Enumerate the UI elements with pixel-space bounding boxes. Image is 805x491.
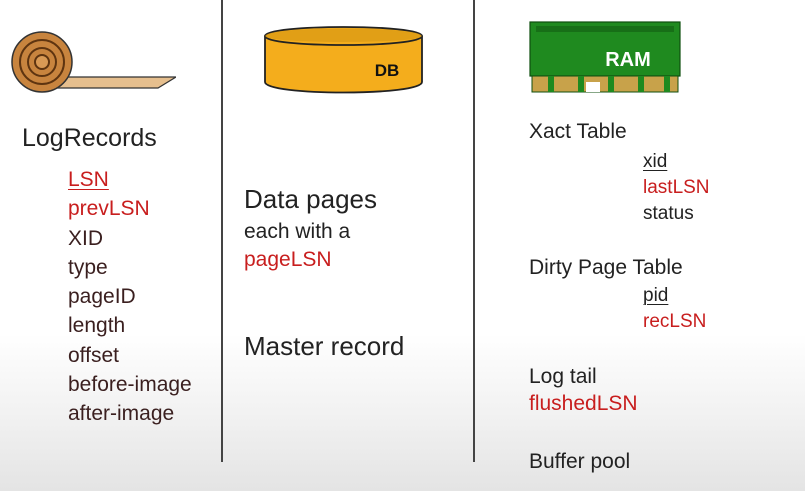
- dpt-field-pid: pid: [643, 285, 669, 306]
- xact-field-xid: xid: [643, 151, 668, 172]
- xact-field-status: status: [643, 203, 694, 224]
- log-records-title: LogRecords: [22, 124, 157, 152]
- ram-icon-label: RAM: [605, 49, 651, 71]
- master-record-label: Master record: [244, 331, 405, 361]
- xact-table-title: Xact Table: [529, 120, 627, 143]
- field-length: length: [68, 314, 126, 338]
- each-with-a-text: each with a: [244, 220, 351, 243]
- flushed-lsn-label: flushedLSN: [529, 392, 638, 415]
- field-lsn: LSN: [68, 168, 109, 191]
- dirty-page-table-title: Dirty Page Table: [529, 256, 683, 279]
- field-prev-lsn: prevLSN: [68, 197, 150, 221]
- data-pages-title: Data pages: [244, 184, 377, 214]
- page-lsn-label: pageLSN: [244, 248, 332, 271]
- log-roll-icon: [11, 31, 176, 93]
- xact-field-last-lsn: lastLSN: [643, 177, 710, 198]
- field-offset: offset: [68, 343, 119, 367]
- db-icon-label: DB: [375, 61, 400, 80]
- column-divider-right: [473, 0, 475, 462]
- field-xid: XID: [68, 226, 104, 250]
- buffer-pool-label: Buffer pool: [529, 450, 631, 473]
- dpt-field-rec-lsn: recLSN: [643, 311, 707, 332]
- log-tail-title: Log tail: [529, 365, 597, 388]
- field-before-image: before-image: [68, 373, 192, 397]
- field-page-id: pageID: [68, 285, 136, 309]
- database-icon: DB: [264, 26, 423, 94]
- log-record-fields: LSN prevLSN XID type pageID length offse…: [68, 165, 192, 429]
- field-type: type: [68, 255, 108, 279]
- ram-chip-icon: RAM: [529, 21, 681, 93]
- column-divider-left: [221, 0, 223, 462]
- field-after-image: after-image: [68, 402, 175, 426]
